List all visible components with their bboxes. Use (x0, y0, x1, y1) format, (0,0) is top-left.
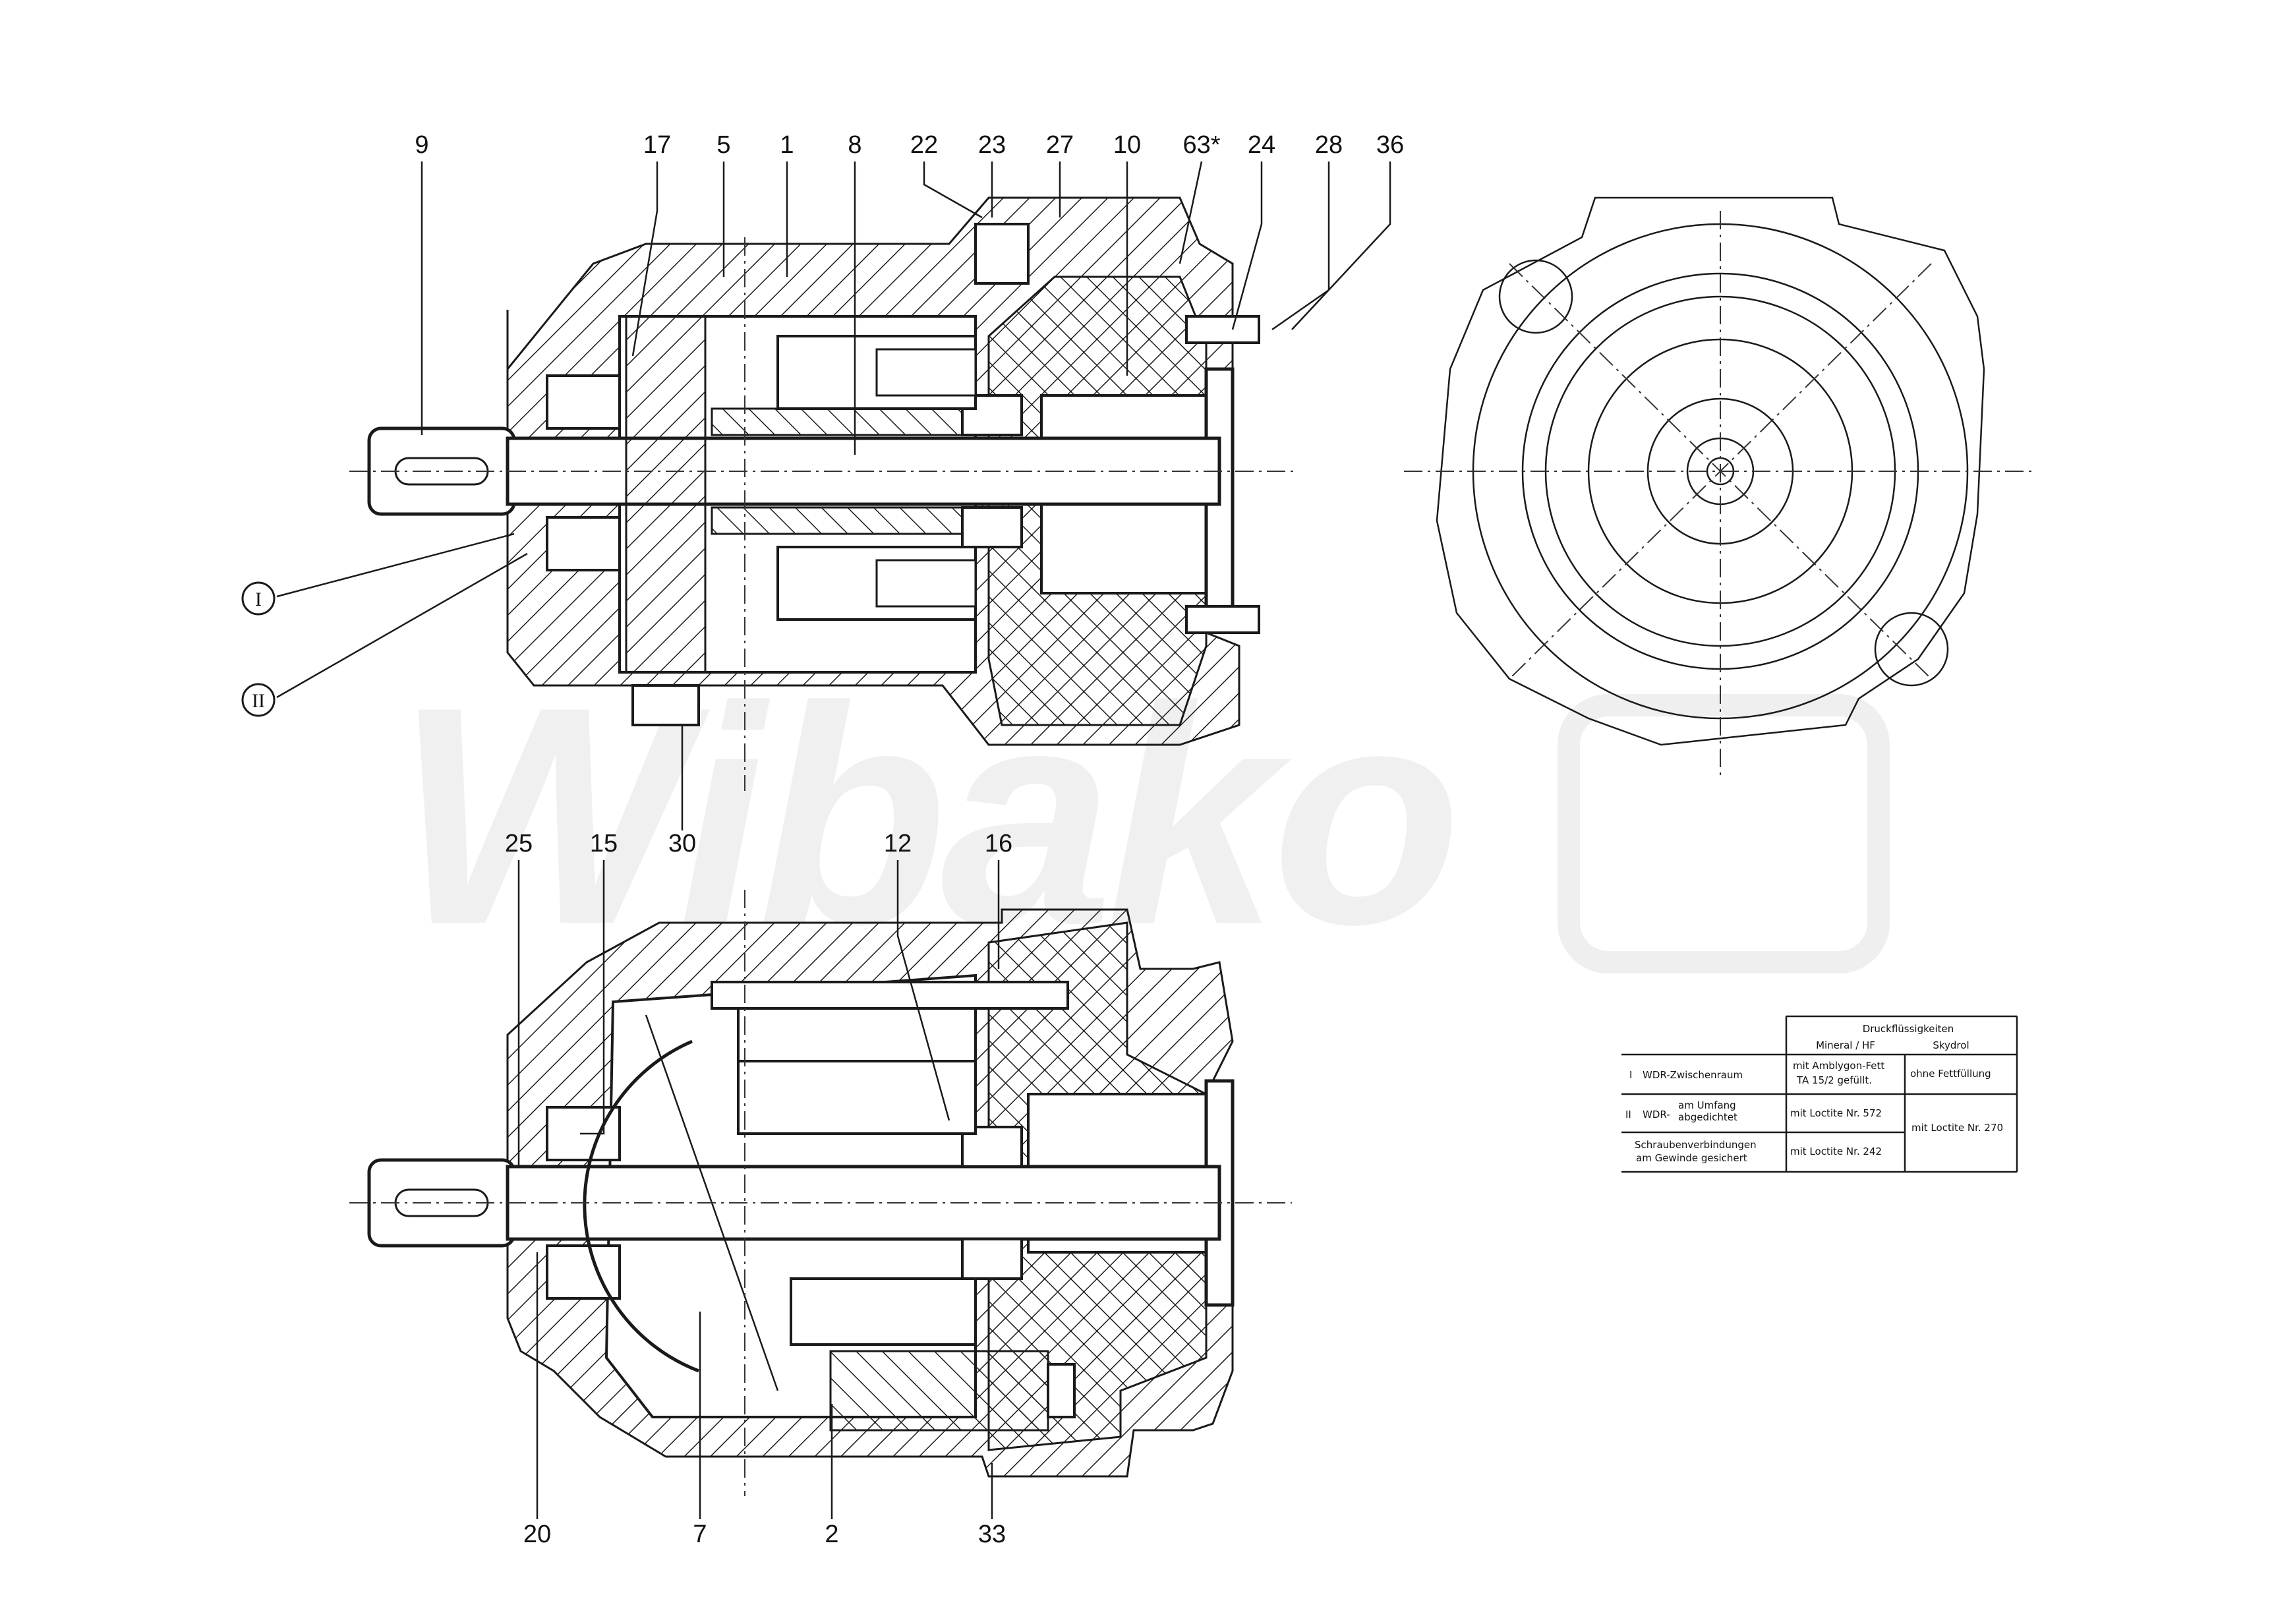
callout-label: 7 (693, 1521, 707, 1548)
callout-label: 1 (780, 131, 794, 159)
end-view (1404, 196, 2037, 778)
callout-label: 27 (1046, 131, 1074, 159)
callout-label: 22 (910, 131, 938, 159)
table-col2-header: Skydrol (1933, 1039, 1969, 1051)
row1-label: WDR-Zwischenraum (1643, 1069, 1743, 1081)
row1-col2: ohne Fettfüllung (1910, 1068, 1991, 1080)
row3-label-line1: Schraubenverbindungen (1635, 1139, 1757, 1151)
table-col1-header: Mineral / HF (1816, 1039, 1875, 1051)
roman-markers: I II (241, 581, 276, 717)
row2-label-line1: am Umfang (1678, 1099, 1736, 1111)
callout-label: 9 (415, 131, 428, 159)
fluid-table: Druckflüssigkeiten Mineral / HF Skydrol … (1621, 1015, 2018, 1173)
table-header-group: Druckflüssigkeiten (1863, 1023, 1954, 1035)
bottom-section-view (349, 890, 1292, 1496)
callout-label: 12 (884, 830, 912, 857)
callout-label: 10 (1113, 131, 1141, 159)
row1-col1-line1: mit Amblygon-Fett (1793, 1060, 1884, 1072)
row3-label-line2: am Gewinde gesichert (1636, 1152, 1747, 1164)
callout-label: 2 (825, 1521, 838, 1548)
callout-label: 5 (716, 131, 730, 159)
row1-col1-line2: TA 15/2 gefüllt. (1796, 1074, 1872, 1086)
callout-label: 28 (1315, 131, 1343, 159)
callout-label: 15 (590, 830, 618, 857)
row3-col1: mit Loctite Nr. 242 (1790, 1146, 1882, 1157)
row2-label-prefix: WDR- (1643, 1109, 1670, 1120)
callout-label: 23 (978, 131, 1006, 159)
callout-label: 33 (978, 1521, 1006, 1548)
callout-label: 30 (668, 830, 696, 857)
watermark-logo-frame (1558, 694, 1890, 973)
merged-col2: mit Loctite Nr. 270 (1911, 1122, 2003, 1134)
callout-label: 17 (643, 131, 671, 159)
row2-mark: II (1625, 1109, 1631, 1120)
top-callouts: 9 17 5 1 8 22 23 27 10 63* 24 28 36 30 (276, 131, 1404, 857)
marker-II: II (252, 690, 265, 712)
bottom-callouts: 25 15 12 16 20 7 2 33 (505, 830, 1012, 1548)
callout-label: 63* (1182, 131, 1220, 159)
callout-label: 24 (1248, 131, 1275, 159)
marker-I: I (255, 589, 262, 610)
callout-label: 8 (848, 131, 861, 159)
callout-label: 36 (1376, 131, 1404, 159)
callout-label: 20 (523, 1521, 551, 1548)
top-section-view (349, 196, 1298, 791)
row2-label-line2: abgedichtet (1678, 1111, 1737, 1123)
callout-label: 25 (505, 830, 533, 857)
row2-col1: mit Loctite Nr. 572 (1790, 1107, 1882, 1119)
row1-mark: I (1629, 1069, 1632, 1081)
callout-label: 16 (985, 830, 1012, 857)
